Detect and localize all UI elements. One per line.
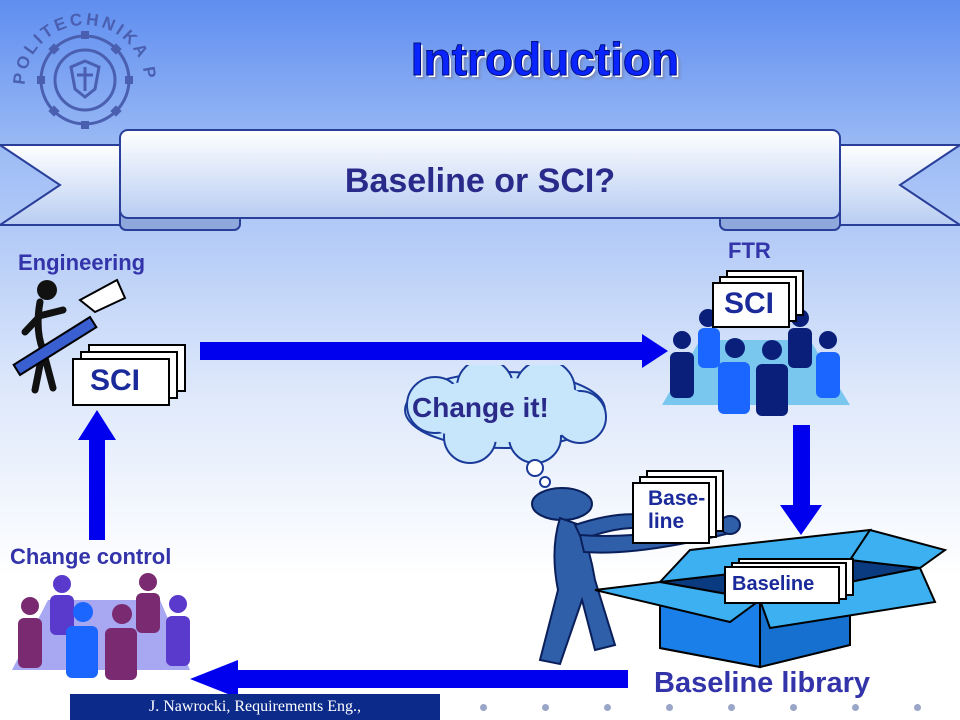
baseline-doc-stack: Base- line (632, 470, 732, 550)
university-logo: POLITECHNIKA POZNANSKA (5, 5, 157, 129)
baseline-doc-line1: Base- (648, 487, 706, 510)
thought-text: Change it! (412, 392, 549, 423)
arrow-to-library (780, 425, 822, 535)
sci-label-left: SCI (90, 364, 141, 397)
arrow-to-change-control (190, 660, 628, 698)
footer-citation: J. Nawrocki, Requirements Eng., (70, 694, 440, 720)
arrow-to-engineering (78, 410, 116, 540)
footer-dots (480, 704, 950, 714)
baseline-doc-line2: line (648, 510, 685, 533)
arrow-to-ftr (200, 334, 668, 368)
sci-label-ftr: SCI (724, 287, 775, 320)
banner-title: Baseline or SCI? (344, 162, 616, 200)
thought-cloud (404, 365, 607, 488)
ftr-label: FTR (728, 238, 771, 263)
page-title: Introduction (410, 33, 680, 86)
sci-doc-stack-left: SCI (72, 344, 192, 414)
ftr-review-team (662, 309, 850, 416)
engineer-figure (12, 278, 127, 394)
baseline-library-box (594, 528, 948, 669)
sci-doc-stack-ftr: SCI (712, 270, 812, 330)
engineering-label: Engineering (18, 250, 146, 275)
change-control-label: Change control (10, 544, 172, 569)
change-control-team (12, 573, 190, 680)
baseline-box-label: Baseline (732, 573, 815, 595)
baseline-box-doc: Baseline (724, 558, 860, 604)
baseline-library-label: Baseline library (654, 667, 870, 699)
banner-ribbon (0, 129, 960, 231)
